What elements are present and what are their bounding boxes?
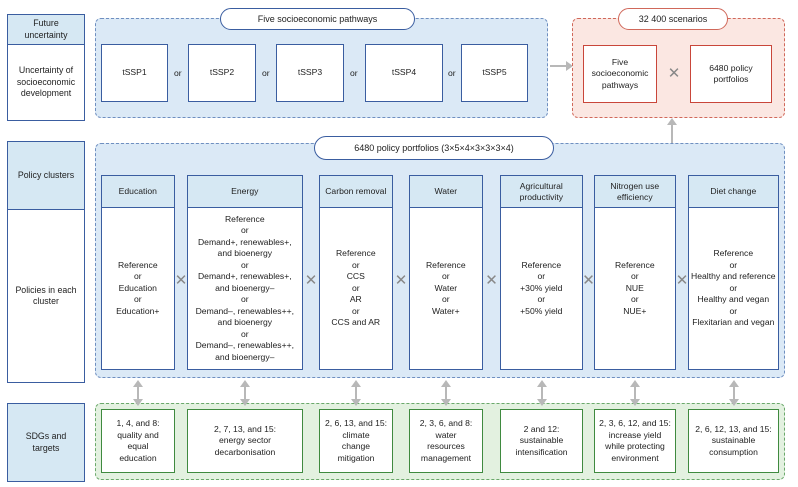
- cluster-policies: Reference or NUE or NUE+: [614, 259, 655, 316]
- label-policy-clusters: Policy clusters: [8, 142, 84, 210]
- or-connector: or: [448, 68, 456, 78]
- cluster-policies: Reference or Healthy and reference or He…: [691, 248, 776, 328]
- cluster-policies: Reference or Education or Education+: [116, 259, 160, 316]
- label-group-policies: Policy clusters Policies in each cluster: [7, 141, 85, 383]
- double-arrow-icon: [728, 380, 739, 406]
- cluster-policies: Reference or +30% yield or +50% yield: [520, 259, 563, 316]
- pathway-box-tssp4: tSSP4: [365, 44, 443, 102]
- scenarios-pathways-box: Five socioeconomic pathways: [583, 45, 657, 103]
- scenarios-portfolios-box: 6480 policy portfolios: [690, 45, 772, 103]
- pathway-box-tssp5: tSSP5: [461, 44, 528, 102]
- multiply-icon: ✕: [667, 65, 681, 82]
- double-arrow-icon: [536, 380, 547, 406]
- arrow-right-icon: [550, 61, 573, 71]
- sdg-box: 2, 3, 6, 12, and 15: increase yield whil…: [594, 409, 676, 473]
- pathways-title-pill: Five socioeconomic pathways: [220, 8, 415, 30]
- multiply-icon: ✕: [304, 271, 318, 289]
- cluster-policies: Reference or Water or Water+: [425, 259, 466, 316]
- cluster-header: Energy: [188, 176, 302, 208]
- or-connector: or: [350, 68, 358, 78]
- multiply-icon: ✕: [174, 271, 188, 289]
- double-arrow-icon: [441, 380, 451, 406]
- multiply-icon: ✕: [394, 271, 408, 289]
- sdg-box: 2, 6, 12, 13, and 15: sustainable consum…: [688, 409, 779, 473]
- label-future-uncertainty: Future uncertainty: [8, 15, 84, 45]
- double-arrow-icon: [351, 380, 361, 406]
- label-sdgs-and-targets: SDGs and targets: [7, 403, 85, 482]
- cluster-header: Education: [102, 176, 174, 208]
- sdg-box: 2, 3, 6, and 8: water resources manageme…: [409, 409, 483, 473]
- cluster-header: Diet change: [689, 176, 778, 208]
- cluster-policies: Reference or Demand+, renewables+, and b…: [195, 213, 294, 362]
- label-group-uncertainty: Future uncertainty Uncertainty of socioe…: [7, 14, 85, 121]
- multiply-icon: ✕: [582, 271, 595, 289]
- cluster-header: Carbon removal: [320, 176, 392, 208]
- multiply-icon: ✕: [675, 271, 689, 289]
- pathway-box-tssp3: tSSP3: [276, 44, 344, 102]
- double-arrow-icon: [630, 380, 640, 406]
- arrow-up-icon: [667, 118, 677, 143]
- double-arrow-icon: [240, 380, 250, 406]
- cluster-policies: Reference or CCS or AR or CCS and AR: [331, 248, 381, 328]
- multiply-icon: ✕: [485, 271, 498, 289]
- label-uncertainty-socioeconomic: Uncertainty of socioeconomic development: [16, 65, 76, 99]
- portfolios-title-pill: 6480 policy portfolios (3×5×4×3×3×3×4): [314, 136, 554, 160]
- sdg-box: 1, 4, and 8: quality and equal education: [101, 409, 175, 473]
- pathway-box-tssp2: tSSP2: [188, 44, 256, 102]
- double-arrow-icon: [133, 380, 143, 406]
- cluster-header: Agricultural productivity: [501, 176, 582, 208]
- pathway-box-tssp1: tSSP1: [101, 44, 168, 102]
- sdg-box: 2 and 12: sustainable intensification: [500, 409, 583, 473]
- or-connector: or: [262, 68, 270, 78]
- sdg-box: 2, 7, 13, and 15: energy sector decarbon…: [187, 409, 303, 473]
- cluster-header: Nitrogen use efficiency: [595, 176, 675, 208]
- scenarios-title-pill: 32 400 scenarios: [618, 8, 728, 30]
- label-policies-in-each-cluster: Policies in each cluster: [15, 284, 77, 307]
- cluster-header: Water: [410, 176, 482, 208]
- left-label-column: Future uncertainty Uncertainty of socioe…: [7, 14, 85, 484]
- or-connector: or: [174, 68, 182, 78]
- sdg-box: 2, 6, 13, and 15: climate change mitigat…: [319, 409, 393, 473]
